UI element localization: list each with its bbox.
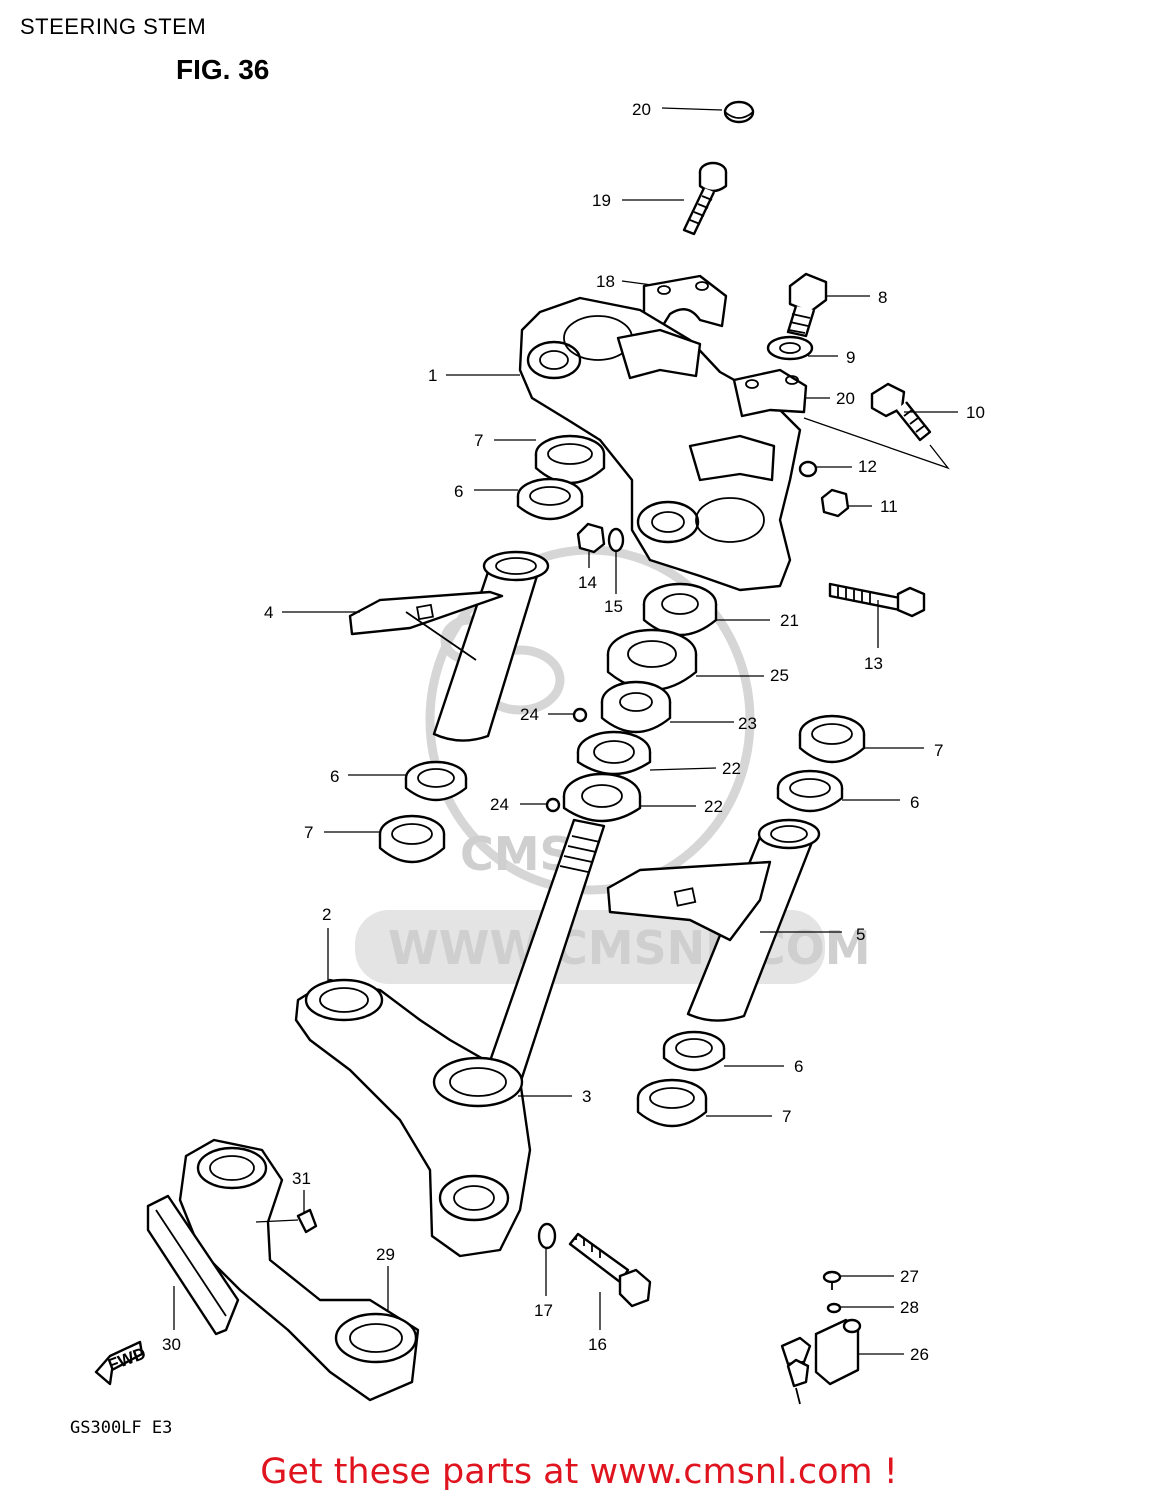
fwd-arrow-icon: FWD <box>94 1340 149 1386</box>
part-bearing-6-lower <box>662 1030 726 1072</box>
callout-7-b: 7 <box>934 741 943 760</box>
callout-3: 3 <box>582 1087 591 1106</box>
callout-5: 5 <box>856 925 865 944</box>
part-race-22-lower <box>562 772 642 823</box>
callout-11: 11 <box>880 497 898 516</box>
callout-25: 25 <box>770 666 789 685</box>
callout-6-b: 6 <box>330 767 339 786</box>
part-bolt-19 <box>682 161 728 236</box>
part-seal-7-lower <box>636 1078 708 1128</box>
callout-20-b: 20 <box>836 389 855 408</box>
leader-lines <box>173 107 958 1355</box>
callout-22-b: 22 <box>704 797 723 816</box>
callout-31: 31 <box>292 1169 311 1188</box>
callout-28: 28 <box>900 1298 919 1317</box>
callout-17: 17 <box>534 1301 553 1320</box>
part-screw-27 <box>822 1270 842 1290</box>
part-cover-29 <box>178 1138 420 1402</box>
callout-7-d: 7 <box>782 1107 791 1126</box>
callout-7-c: 7 <box>304 823 313 842</box>
part-washer-15 <box>607 527 625 553</box>
part-emblem-30 <box>146 1194 240 1336</box>
figure-label: FIG. 36 <box>176 54 270 85</box>
part-washer-17 <box>537 1222 557 1250</box>
part-fork-ear-5 <box>606 818 821 1022</box>
promo-link[interactable]: Get these parts at www.cmsnl.com ! <box>260 1452 898 1492</box>
callout-1: 1 <box>428 366 437 385</box>
part-bolt-16 <box>568 1232 652 1308</box>
part-bolt-13 <box>828 582 926 618</box>
callout-6-a: 6 <box>454 482 463 501</box>
callout-20: 20 <box>632 100 651 119</box>
part-cap-20 <box>723 100 755 124</box>
part-washer-28 <box>826 1302 842 1314</box>
callout-13: 13 <box>864 654 883 673</box>
callout-23: 23 <box>738 714 757 733</box>
part-seal-7-upper <box>534 434 606 485</box>
callout-24-b: 24 <box>490 795 509 814</box>
callout-19: 19 <box>592 191 611 210</box>
callout-labels: 20 19 18 8 9 1 20 10 7 12 6 11 14 15 4 2… <box>162 100 985 1364</box>
part-bolt-8 <box>786 272 828 338</box>
part-ball-24b <box>545 797 561 813</box>
callout-14: 14 <box>578 573 597 592</box>
page-title: STEERING STEM <box>20 14 207 39</box>
part-seal-7-left <box>378 814 446 864</box>
part-bearing-6-upper <box>516 477 584 521</box>
callout-6-d: 6 <box>794 1057 803 1076</box>
part-washer-12 <box>798 460 818 478</box>
callout-15: 15 <box>604 597 623 616</box>
callout-4: 4 <box>264 603 273 622</box>
callout-16: 16 <box>588 1335 607 1354</box>
callout-22-a: 22 <box>722 759 741 778</box>
callout-29: 29 <box>376 1245 395 1264</box>
part-lower-bracket-2 <box>294 978 532 1258</box>
fwd-label: FWD <box>106 1344 149 1375</box>
callout-8: 8 <box>878 288 887 307</box>
part-lock-set-26 <box>780 1318 862 1405</box>
part-clamp-18 <box>642 274 728 332</box>
watermark-url: WWW.CMSNL.COM <box>388 921 871 975</box>
part-bearing-23 <box>600 680 672 734</box>
model-code: GS300LF E3 <box>70 1418 173 1438</box>
part-seal-7-right <box>798 714 866 764</box>
callout-9: 9 <box>846 348 855 367</box>
part-bearing-6-right <box>776 769 844 813</box>
part-race-22-upper <box>576 730 652 776</box>
part-bearing-6-left <box>404 760 468 802</box>
callout-26: 26 <box>910 1345 929 1364</box>
callout-30: 30 <box>162 1335 181 1354</box>
part-washer-9 <box>766 335 814 361</box>
part-nut-14 <box>576 522 606 554</box>
part-fork-ear-4 <box>348 550 550 742</box>
callout-7-a: 7 <box>474 431 483 450</box>
part-dust-seal-25 <box>606 628 698 692</box>
callout-27: 27 <box>900 1267 919 1286</box>
part-upper-bracket-1 <box>518 296 808 592</box>
part-nut-11 <box>820 488 850 518</box>
callout-12: 12 <box>858 457 877 476</box>
callout-18: 18 <box>596 272 615 291</box>
part-screw-31 <box>296 1208 318 1234</box>
watermark-brand: CMS <box>460 827 573 881</box>
callout-10: 10 <box>966 403 985 422</box>
part-stem-nut-21 <box>642 582 718 637</box>
part-ball-24a <box>572 707 588 723</box>
callout-24-a: 24 <box>520 705 539 724</box>
callout-6-c: 6 <box>910 793 919 812</box>
callout-2: 2 <box>322 905 331 924</box>
callout-21: 21 <box>780 611 799 630</box>
